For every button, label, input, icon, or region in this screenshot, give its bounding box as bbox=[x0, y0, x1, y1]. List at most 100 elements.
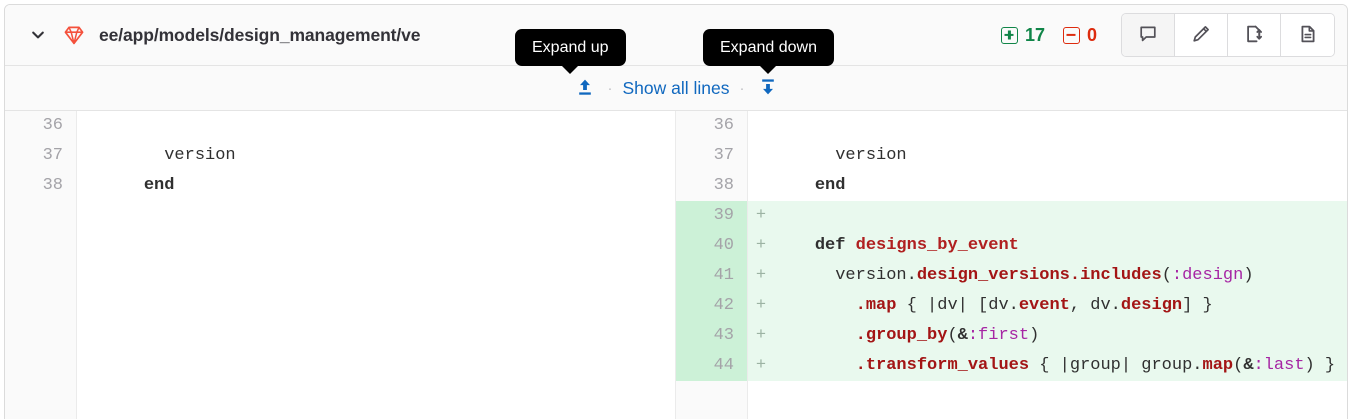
code-token: version. bbox=[774, 266, 917, 285]
line-number[interactable]: 40 bbox=[676, 231, 748, 261]
line-marker bbox=[748, 141, 774, 171]
compare-button[interactable] bbox=[1228, 14, 1281, 56]
minus-square-icon bbox=[1062, 26, 1080, 44]
line-number[interactable]: 37 bbox=[5, 141, 77, 171]
line-code bbox=[774, 111, 1347, 141]
show-all-lines-link[interactable]: Show all lines bbox=[622, 77, 730, 98]
line-marker bbox=[748, 111, 774, 141]
diff-line-row: 37 version bbox=[676, 141, 1347, 171]
line-code bbox=[774, 201, 1347, 231]
diff-line-row: 43+ .group_by(&:first) bbox=[676, 321, 1347, 351]
code-token: event bbox=[1018, 296, 1070, 315]
code-token: ( bbox=[1233, 356, 1244, 375]
diff-line-row: 41+ version.design_versions.includes(:de… bbox=[676, 261, 1347, 291]
code-filler-new bbox=[748, 381, 1347, 419]
code-token: group_by bbox=[865, 326, 948, 345]
diff-header-actions: 17 0 bbox=[1000, 13, 1335, 57]
code-token: design bbox=[1120, 296, 1183, 315]
code-token: map bbox=[1202, 356, 1234, 375]
expand-up-icon bbox=[574, 76, 596, 101]
comment-button[interactable] bbox=[1122, 14, 1175, 56]
line-code bbox=[103, 111, 675, 141]
code-token: design_versions bbox=[916, 266, 1070, 285]
line-marker bbox=[748, 171, 774, 201]
ruby-gem-icon bbox=[61, 22, 87, 48]
code-token: transform_values bbox=[865, 356, 1030, 375]
file-transfer-icon bbox=[1244, 24, 1264, 47]
expand-up-button[interactable] bbox=[572, 75, 598, 101]
line-number[interactable]: 38 bbox=[5, 171, 77, 201]
line-number[interactable]: 43 bbox=[676, 321, 748, 351]
file-path-label[interactable]: ee/app/models/design_management/ve bbox=[99, 24, 421, 45]
code-token: . bbox=[774, 326, 866, 345]
code-token bbox=[845, 236, 855, 255]
diff-line-row: 36 bbox=[5, 111, 675, 141]
view-file-button[interactable] bbox=[1281, 14, 1334, 56]
code-token: :first bbox=[967, 326, 1030, 345]
edit-button[interactable] bbox=[1175, 14, 1228, 56]
line-marker: + bbox=[748, 351, 774, 381]
line-marker bbox=[77, 111, 103, 141]
line-number[interactable]: 42 bbox=[676, 291, 748, 321]
diff-line-row: 42+ .map { |dv| [dv.event, dv.design] } bbox=[676, 291, 1347, 321]
line-number[interactable]: 36 bbox=[676, 111, 748, 141]
line-number[interactable]: 38 bbox=[676, 171, 748, 201]
diff-line-row: 37 version bbox=[5, 141, 675, 171]
code-token: { |dv| [dv. bbox=[896, 296, 1019, 315]
code-token: includes bbox=[1080, 266, 1162, 285]
deletions-count: 0 bbox=[1086, 24, 1097, 45]
expand-up-tooltip: Expand up bbox=[515, 29, 626, 67]
line-marker bbox=[77, 171, 103, 201]
expand-down-icon bbox=[757, 76, 779, 101]
line-number[interactable]: 44 bbox=[676, 351, 748, 381]
line-code: def designs_by_event bbox=[774, 231, 1347, 261]
expand-down-tooltip: Expand down bbox=[703, 29, 834, 67]
chevron-down-icon[interactable] bbox=[27, 24, 49, 46]
code-token bbox=[774, 236, 815, 255]
document-icon bbox=[1298, 24, 1318, 47]
line-number[interactable]: 36 bbox=[5, 111, 77, 141]
code-token bbox=[103, 176, 144, 195]
code-token: ) bbox=[1243, 266, 1254, 285]
line-number[interactable]: 41 bbox=[676, 261, 748, 291]
gutter-filler-new bbox=[676, 381, 748, 419]
code-token: version bbox=[774, 146, 907, 165]
code-token: ( bbox=[1161, 266, 1172, 285]
diff-action-button-group bbox=[1121, 13, 1335, 57]
code-token: end bbox=[814, 176, 846, 195]
diff-line-row: 38 end bbox=[676, 171, 1347, 201]
line-code: .transform_values { |group| group.map(&:… bbox=[774, 351, 1347, 381]
line-number[interactable]: 37 bbox=[676, 141, 748, 171]
line-code: version.design_versions.includes(:design… bbox=[774, 261, 1347, 291]
line-number[interactable]: 39 bbox=[676, 201, 748, 231]
code-token: ( bbox=[947, 326, 958, 345]
diff-pane-old-filler bbox=[5, 201, 675, 419]
code-token: def bbox=[814, 236, 846, 255]
expand-lines-row: · Show all lines · bbox=[5, 66, 1347, 111]
code-token: ) } bbox=[1304, 356, 1336, 375]
line-code: .group_by(&:first) bbox=[774, 321, 1347, 351]
expand-separator-right: · bbox=[739, 79, 745, 97]
code-token bbox=[774, 176, 815, 195]
deletions-stat: 0 bbox=[1062, 24, 1097, 46]
code-token: version bbox=[103, 146, 236, 165]
expand-separator-left: · bbox=[607, 79, 613, 97]
line-marker: + bbox=[748, 201, 774, 231]
line-code: end bbox=[774, 171, 1347, 201]
code-token: { |group| group. bbox=[1029, 356, 1203, 375]
code-token: map bbox=[865, 296, 897, 315]
code-token: . bbox=[1069, 266, 1081, 285]
additions-stat: 17 bbox=[1000, 25, 1045, 46]
code-token: , dv. bbox=[1069, 296, 1121, 315]
code-token: . bbox=[774, 296, 866, 315]
line-marker: + bbox=[748, 321, 774, 351]
line-code: version bbox=[774, 141, 1347, 171]
expand-down-button[interactable] bbox=[755, 75, 781, 101]
line-code: end bbox=[103, 171, 675, 201]
gutter-filler-old bbox=[5, 201, 77, 419]
line-marker: + bbox=[748, 231, 774, 261]
